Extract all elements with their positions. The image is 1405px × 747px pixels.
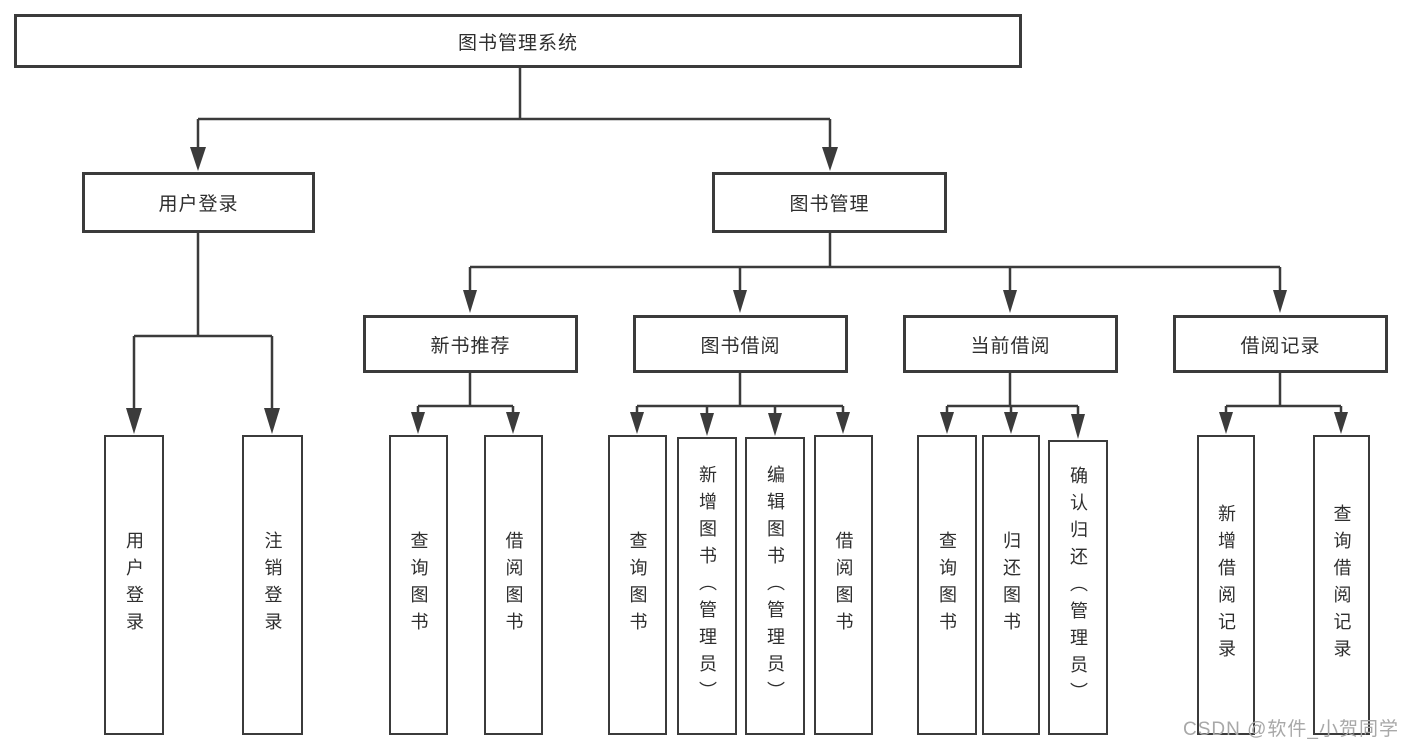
leaf-query-book-1: 查询图书 <box>389 435 448 735</box>
leaf-return-book-label: 归还图书 <box>1001 531 1021 639</box>
leaf-logout-label: 注销登录 <box>262 531 283 639</box>
leaf-user-login: 用户登录 <box>104 435 164 735</box>
node-book-borrow: 图书借阅 <box>633 315 848 373</box>
leaf-query-borrow-record-label: 查询借阅记录 <box>1331 504 1352 666</box>
arrowheads-group3-children <box>1219 412 1348 434</box>
leaf-borrow-book-2: 借阅图书 <box>814 435 873 735</box>
arrowheads-group2-children <box>940 412 1085 439</box>
leaf-add-book-admin-label: 新增图书（管理员） <box>697 464 717 708</box>
leaf-edit-book-admin-label: 编辑图书（管理员） <box>765 464 785 708</box>
leaf-query-book-2: 查询图书 <box>608 435 667 735</box>
leaf-add-book-admin: 新增图书（管理员） <box>677 437 737 735</box>
leaf-borrow-book-1: 借阅图书 <box>484 435 543 735</box>
connector-group0-children <box>416 372 515 414</box>
connector-mgmt-to-groups <box>468 232 1282 292</box>
leaf-confirm-return-admin-label: 确认归还（管理员） <box>1068 466 1088 709</box>
node-current-borrow-label: 当前借阅 <box>970 335 1051 357</box>
node-borrow-records-label: 借阅记录 <box>1240 335 1321 357</box>
leaf-add-borrow-record: 新增借阅记录 <box>1197 435 1255 735</box>
node-book-borrow-label: 图书借阅 <box>700 335 781 357</box>
leaf-query-borrow-record: 查询借阅记录 <box>1313 435 1370 735</box>
connector-group1-children <box>635 372 845 414</box>
arrowheads-group1-children <box>630 412 850 436</box>
leaf-add-borrow-record-label: 新增借阅记录 <box>1216 504 1236 666</box>
leaf-user-login-label: 用户登录 <box>124 531 144 639</box>
leaf-confirm-return-admin: 确认归还（管理员） <box>1048 440 1108 735</box>
leaf-query-book-3: 查询图书 <box>917 435 977 735</box>
leaf-query-book-3-label: 查询图书 <box>937 531 957 639</box>
node-borrow-records: 借阅记录 <box>1173 315 1388 373</box>
arrowheads-level1 <box>190 147 838 171</box>
leaf-query-book-2-label: 查询图书 <box>627 531 648 639</box>
node-book-management: 图书管理 <box>712 172 947 233</box>
node-library-system: 图书管理系统 <box>14 14 1022 68</box>
arrowheads-group0-children <box>411 412 520 434</box>
node-library-system-label: 图书管理系统 <box>457 32 578 54</box>
leaf-borrow-book-1-label: 借阅图书 <box>503 531 524 639</box>
connector-login-to-children <box>132 232 274 411</box>
node-current-borrow: 当前借阅 <box>903 315 1118 373</box>
connector-root-to-level1 <box>196 67 832 149</box>
leaf-edit-book-admin: 编辑图书（管理员） <box>745 437 805 735</box>
csdn-watermark: CSDN @软件_小贺同学 <box>1183 719 1399 740</box>
connector-group2-children <box>945 372 1080 414</box>
arrowheads-login-children <box>126 408 280 434</box>
node-user-login-label: 用户登录 <box>158 194 239 215</box>
arrowheads-groups <box>463 290 1287 313</box>
node-new-book-recommend: 新书推荐 <box>363 315 578 373</box>
node-book-management-label: 图书管理 <box>789 194 870 215</box>
leaf-borrow-book-2-label: 借阅图书 <box>833 531 854 639</box>
leaf-return-book: 归还图书 <box>982 435 1040 735</box>
node-user-login: 用户登录 <box>82 172 315 233</box>
connector-group3-children <box>1224 372 1343 414</box>
leaf-logout: 注销登录 <box>242 435 303 735</box>
node-new-book-recommend-label: 新书推荐 <box>430 335 511 357</box>
leaf-query-book-1-label: 查询图书 <box>408 531 429 639</box>
